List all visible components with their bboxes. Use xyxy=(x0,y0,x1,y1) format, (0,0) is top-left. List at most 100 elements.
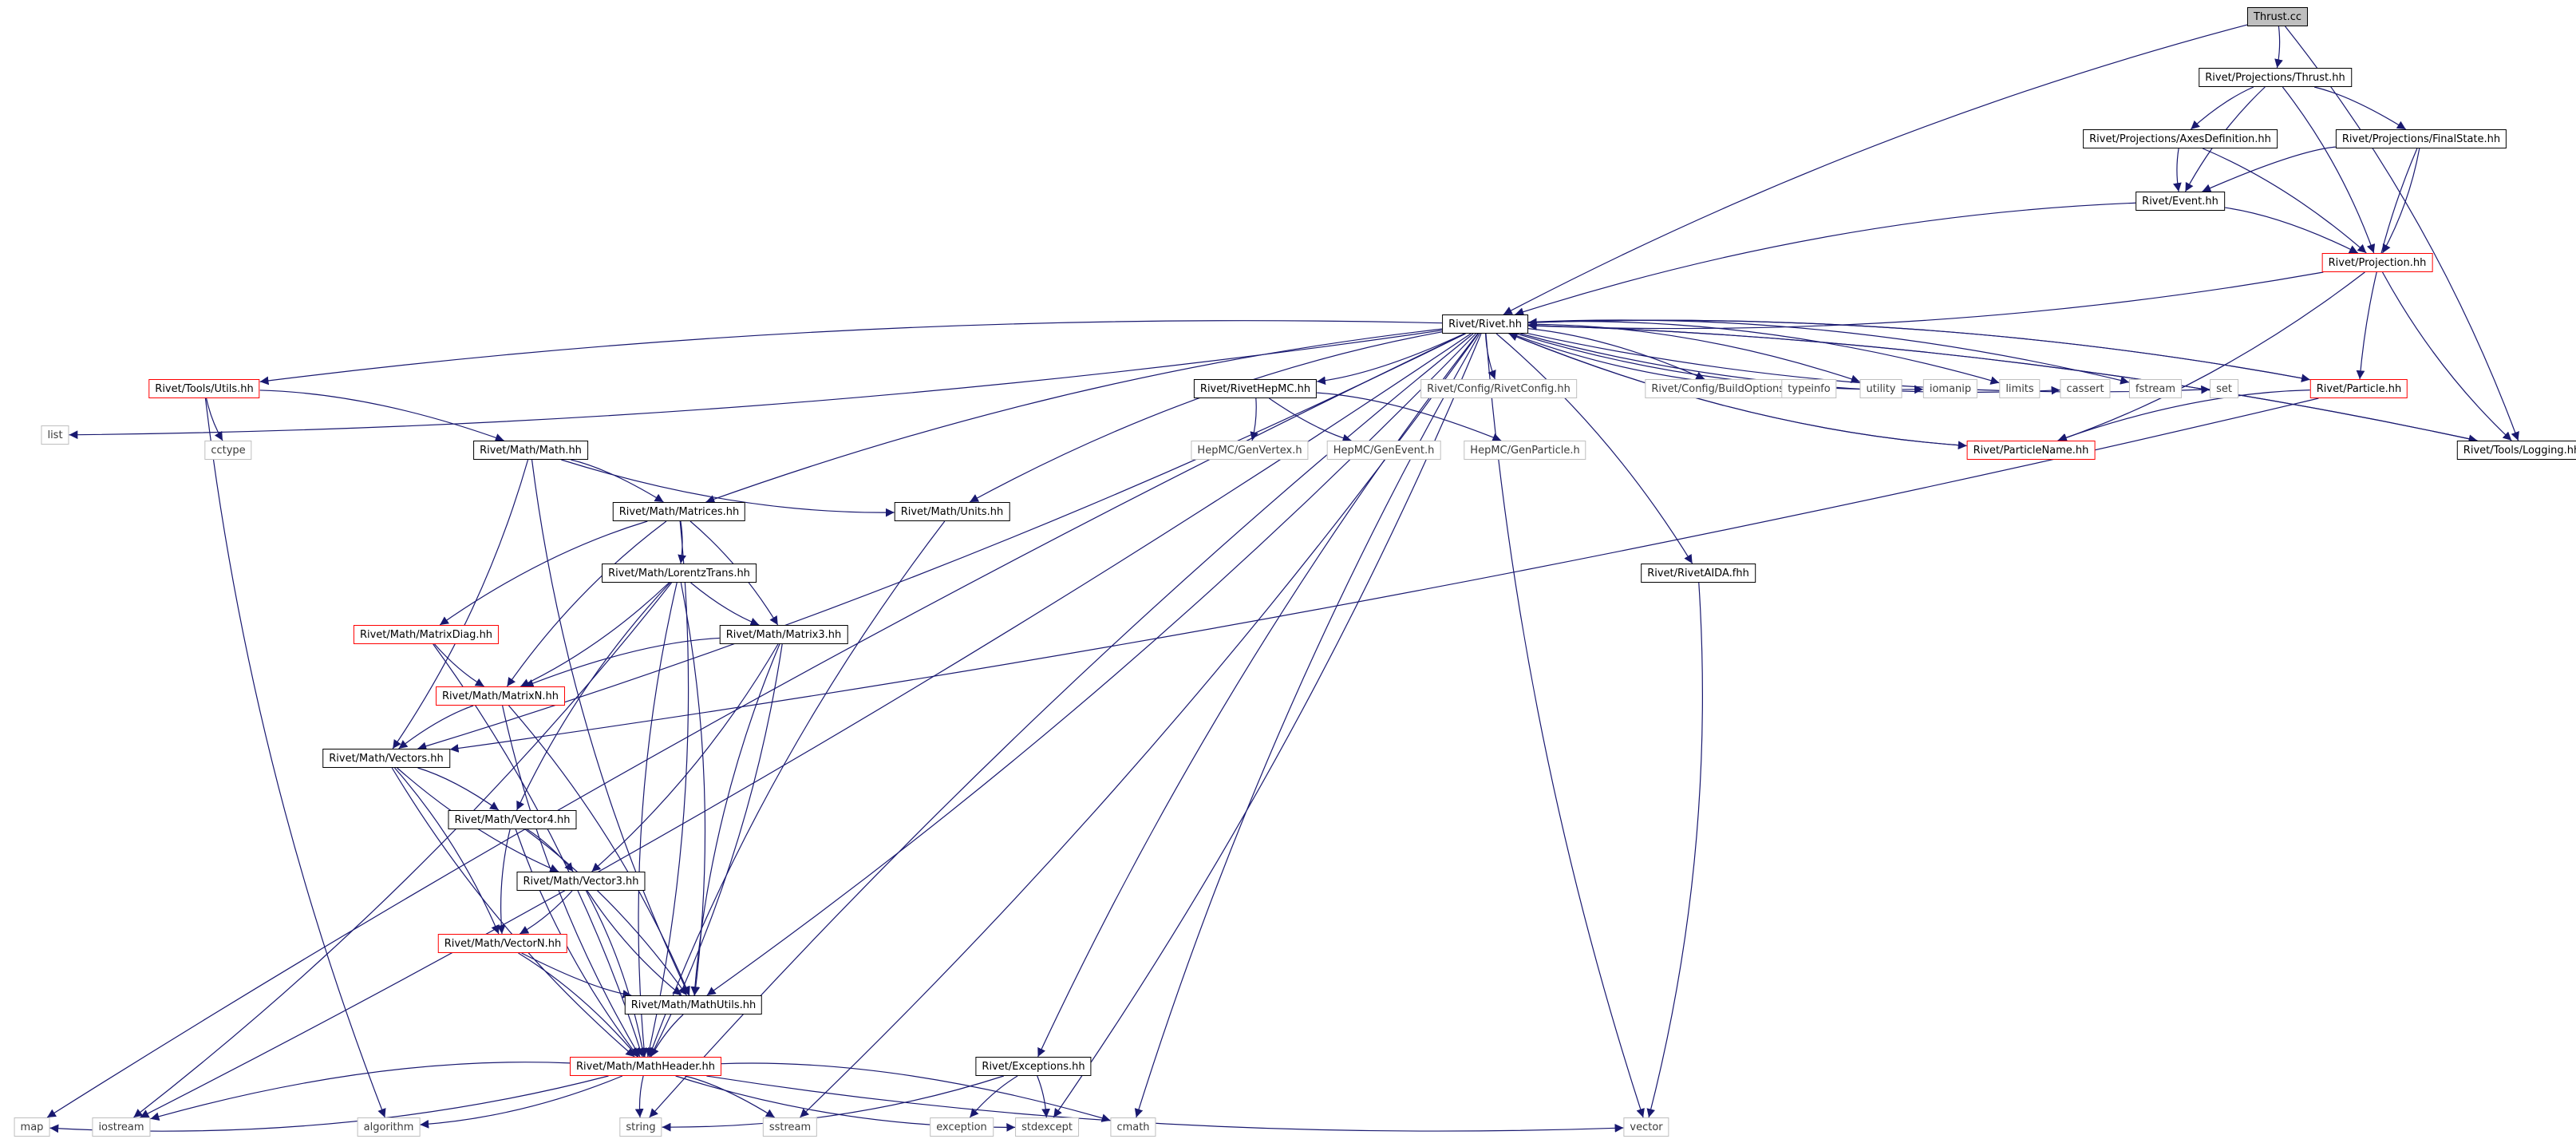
edge-vector4-to-vectorn xyxy=(496,829,511,935)
edge-lorentz-to-mathutils xyxy=(680,582,706,996)
edge-matrices-to-mathheader xyxy=(645,520,689,1058)
node-set: set xyxy=(2210,379,2238,398)
node-exceptions[interactable]: Rivet/Exceptions.hh xyxy=(975,1057,1092,1076)
edge-lorentz-to-mathheader xyxy=(638,582,678,1058)
node-vector3[interactable]: Rivet/Math/Vector3.hh xyxy=(516,872,646,891)
node-genvertex: HepMC/GenVertex.h xyxy=(1191,441,1309,460)
edge-lorentz-to-vector4 xyxy=(516,582,671,811)
node-particle[interactable]: Rivet/Particle.hh xyxy=(2309,379,2408,398)
edge-rivet-to-limits xyxy=(1527,321,2000,385)
edge-thrust_cc-to-rivet xyxy=(1503,24,2248,315)
node-utils[interactable]: Rivet/Tools/Utils.hh xyxy=(148,379,260,398)
node-event[interactable]: Rivet/Event.hh xyxy=(2135,192,2225,211)
edge-axesdef-to-projection xyxy=(2203,148,2367,254)
edge-rivet-to-fstream xyxy=(1527,319,2130,385)
edge-mathheader-to-sstream xyxy=(685,1075,776,1118)
node-rivetconfig: Rivet/Config/RivetConfig.hh xyxy=(1420,379,1577,398)
edge-event-to-rivet xyxy=(1515,202,2136,316)
node-typeinfo: typeinfo xyxy=(1781,379,1837,398)
edge-rivethepmc-to-genvertex xyxy=(1250,397,1258,441)
node-matrix3[interactable]: Rivet/Math/Matrix3.hh xyxy=(719,625,848,644)
edge-thrust_cc-to-proj_thrust xyxy=(2274,26,2283,69)
node-thrust_cc[interactable]: Thrust.cc xyxy=(2246,7,2309,26)
node-list: list xyxy=(41,425,69,445)
node-algorithm: algorithm xyxy=(357,1117,421,1137)
edge-rivet-to-list xyxy=(69,330,1443,440)
edge-matrices-to-matrixn xyxy=(506,520,667,687)
node-matrices[interactable]: Rivet/Math/Matrices.hh xyxy=(612,502,746,521)
node-buildoptions: Rivet/Config/BuildOptions.hh xyxy=(1645,379,1808,398)
edge-axesdef-to-event xyxy=(2173,148,2182,192)
edge-event-to-projection xyxy=(2224,207,2359,254)
edge-proj_thrust-to-finalstate xyxy=(2313,86,2407,130)
node-vectorn[interactable]: Rivet/Math/VectorN.hh xyxy=(437,934,568,953)
edge-projection-to-rivet xyxy=(1527,271,2324,330)
node-lorentz[interactable]: Rivet/Math/LorentzTrans.hh xyxy=(602,564,757,583)
edge-rivet-to-matrices xyxy=(705,328,1443,504)
edge-matrix3-to-vector3 xyxy=(591,643,779,872)
node-vector4[interactable]: Rivet/Math/Vector4.hh xyxy=(448,810,577,829)
edge-mathutils-to-mathheader xyxy=(650,1014,684,1058)
node-particlename[interactable]: Rivet/ParticleName.hh xyxy=(1966,441,2096,460)
edge-vectorn-to-mathutils xyxy=(521,952,632,999)
node-utility: utility xyxy=(1859,379,1902,398)
edge-exceptions-to-exception xyxy=(969,1075,1018,1118)
edge-rivethepmc-to-genevent xyxy=(1269,397,1352,443)
edge-mathheader-to-iostream xyxy=(150,1062,571,1121)
node-genevent: HepMC/GenEvent.h xyxy=(1326,441,1441,460)
node-logging[interactable]: Rivet/Tools/Logging.hh xyxy=(2456,441,2576,460)
edge-lorentz-to-matrixn xyxy=(520,582,670,687)
node-limits: limits xyxy=(1999,379,2041,398)
node-finalstate[interactable]: Rivet/Projections/FinalState.hh xyxy=(2335,129,2507,148)
edge-matrix3-to-matrixn xyxy=(524,637,720,688)
edge-rivet-to-rivetconfig xyxy=(1484,333,1496,380)
edge-finalstate-to-projection xyxy=(2382,148,2420,254)
edge-particlename-to-rivet xyxy=(1508,333,1967,447)
node-projection[interactable]: Rivet/Projection.hh xyxy=(2321,253,2433,272)
node-rivet[interactable]: Rivet/Rivet.hh xyxy=(1442,314,1528,334)
edge-vectors-to-mathheader xyxy=(391,767,635,1058)
edge-matrixdiag-to-matrixn xyxy=(434,643,484,687)
edge-rivet-to-vectors xyxy=(417,333,1466,751)
edge-vectorn-to-mathheader xyxy=(518,952,638,1058)
edge-rivethepmc-to-genparticle xyxy=(1317,392,1502,441)
node-mathutils[interactable]: Rivet/Math/MathUtils.hh xyxy=(624,995,763,1014)
edge-particle-to-vectors xyxy=(449,397,2319,753)
node-cmath: cmath xyxy=(1110,1117,1156,1137)
node-mathheader[interactable]: Rivet/Math/MathHeader.hh xyxy=(570,1057,721,1076)
edge-vector3-to-vectorn xyxy=(519,890,573,935)
node-genparticle: HepMC/GenParticle.h xyxy=(1464,441,1586,460)
edge-rivet-to-exceptions xyxy=(1037,333,1479,1058)
edge-math-to-units xyxy=(561,459,895,517)
edge-utils-to-cctype xyxy=(206,397,223,441)
node-vectors[interactable]: Rivet/Math/Vectors.hh xyxy=(322,749,450,768)
node-units[interactable]: Rivet/Math/Units.hh xyxy=(894,502,1010,521)
node-rivetaida[interactable]: Rivet/RivetAIDA.fhh xyxy=(1641,564,1756,583)
node-math[interactable]: Rivet/Math/Math.hh xyxy=(473,441,588,460)
edge-vector4-to-mathutils xyxy=(524,829,687,996)
edge-proj_thrust-to-projection xyxy=(2282,86,2376,254)
edge-matrixn-to-mathutils xyxy=(508,705,690,996)
edge-rivet-to-utils xyxy=(259,320,1443,386)
edge-logging-to-rivet xyxy=(1527,321,2478,441)
edge-projection-to-particlename xyxy=(2057,271,2365,442)
edge-exceptions-to-stdexcept xyxy=(1037,1075,1050,1118)
node-matrixdiag[interactable]: Rivet/Math/MatrixDiag.hh xyxy=(353,625,500,644)
node-proj_thrust[interactable]: Rivet/Projections/Thrust.hh xyxy=(2199,68,2352,87)
edge-utils-to-math xyxy=(259,390,504,442)
edge-math-to-mathutils xyxy=(531,459,689,996)
node-fstream: fstream xyxy=(2128,379,2183,398)
edge-utils-to-algorithm xyxy=(204,397,386,1118)
node-exception: exception xyxy=(930,1117,994,1137)
edge-mathheader-to-cmath xyxy=(721,1062,1111,1122)
edge-rivet-to-rivethepmc xyxy=(1317,333,1465,386)
node-cassert: cassert xyxy=(2060,379,2111,398)
node-string: string xyxy=(619,1117,662,1137)
edge-lorentz-to-iostream xyxy=(133,582,673,1118)
node-rivethepmc[interactable]: Rivet/RivetHepMC.hh xyxy=(1193,379,1318,398)
edge-rivetaida-to-vector xyxy=(1646,582,1703,1118)
node-matrixn[interactable]: Rivet/Math/MatrixN.hh xyxy=(436,686,565,706)
node-vector: vector xyxy=(1623,1117,1669,1137)
node-stdexcept: stdexcept xyxy=(1015,1117,1079,1137)
node-axesdef[interactable]: Rivet/Projections/AxesDefinition.hh xyxy=(2083,129,2278,148)
